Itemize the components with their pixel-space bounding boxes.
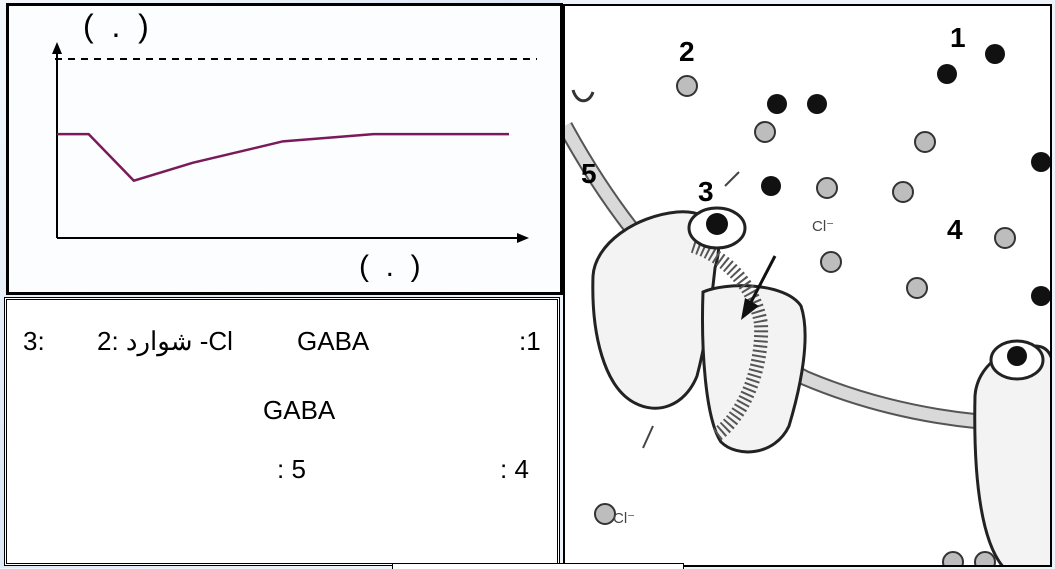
chloride-ion (820, 251, 842, 273)
chloride-ion (974, 551, 996, 565)
legend-panel: :1 GABA 2: شوارد -Cl 3: GABA : 4 : 5 (4, 297, 560, 566)
chloride-ion (942, 551, 964, 565)
vesicle-edge (571, 89, 595, 103)
gaba-molecule (767, 94, 787, 114)
gaba-molecule (985, 44, 1005, 64)
label-5: 5 (581, 158, 597, 189)
label-4: 4 (947, 214, 963, 245)
gaba-molecules (761, 44, 1050, 306)
chloride-ion (994, 227, 1016, 249)
chloride-ions (594, 75, 1016, 565)
chloride-label: Cl⁻ (812, 218, 835, 235)
synapse-diagram-panel: 1 2 3 4 5 Cl⁻ Cl⁻ (563, 4, 1052, 567)
legend-item-4: : 4 (500, 454, 529, 484)
x-axis-arrow (517, 233, 529, 243)
label-1: 1 (950, 22, 966, 53)
y-axis-label: ( . ) (83, 8, 149, 44)
legend-item-2: 2: شوارد -Cl (97, 326, 233, 356)
potential-curve (57, 132, 509, 183)
legend-gaba: GABA (297, 326, 370, 356)
gaba-molecule (761, 176, 781, 196)
chloride-ion (676, 75, 698, 97)
chloride-flow-arrow (747, 255, 777, 307)
label-3: 3 (698, 176, 714, 207)
graph-panel: ( . ) ( . ) (6, 3, 563, 295)
gaba-molecule (937, 64, 957, 84)
arrow-head (741, 298, 759, 320)
gaba-molecule (1031, 152, 1050, 172)
legend-item-1: :1 (519, 326, 541, 356)
chloride-ion (594, 503, 616, 525)
chloride-ion (914, 131, 936, 153)
chloride-ion (906, 277, 928, 299)
legend-gaba-line2: GABA (263, 395, 336, 425)
chloride-ion (754, 121, 776, 143)
y-axis-arrow (52, 42, 62, 54)
chloride-label-2: Cl⁻ (613, 510, 636, 527)
x-axis-label: ( . ) (359, 250, 421, 283)
gaba-molecule (1031, 286, 1050, 306)
gaba-receptor-channel (591, 206, 807, 454)
legend-item-3: 3: (23, 326, 45, 356)
bound-gaba (706, 213, 728, 235)
chloride-ion (816, 177, 838, 199)
gaba-molecule (807, 94, 827, 114)
legend-item-5: : 5 (277, 454, 306, 484)
membrane-potential-graph (52, 42, 537, 243)
label-2: 2 (679, 36, 695, 67)
synapse-diagram (565, 44, 1050, 565)
bottom-box (392, 563, 684, 569)
ion-tag (642, 425, 654, 449)
gaba-receptor-channel-2 (973, 339, 1050, 565)
chloride-ion (892, 181, 914, 203)
ion-tag (724, 171, 740, 187)
